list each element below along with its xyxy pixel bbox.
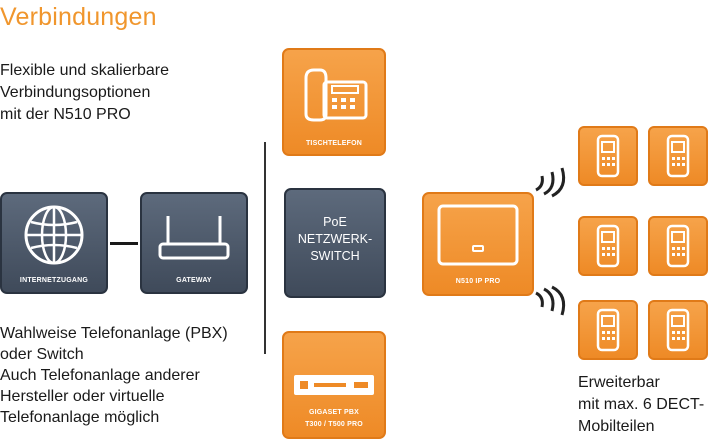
base-station-label: N510 IP PRO <box>455 278 501 285</box>
internet-access-label: INTERNETZUGANG <box>19 277 89 284</box>
handset-icon <box>596 308 620 352</box>
dect-handset-tile <box>648 300 708 360</box>
handset-icon <box>596 224 620 268</box>
dect-handset-tile <box>648 126 708 186</box>
pbx-tile: GIGASET PBX T300 / T500 PRO <box>282 331 386 439</box>
intro-line: Flexible und skalierbare <box>0 62 169 79</box>
dect-handset-tile <box>578 300 638 360</box>
pbx-label: GIGASET PBX <box>308 409 360 416</box>
poe-switch-label-line: PoE <box>323 215 347 229</box>
internet-access-tile: INTERNETZUGANG <box>0 192 108 294</box>
globe-icon <box>24 205 84 265</box>
separator-line <box>264 142 266 354</box>
dect-handset-tile <box>648 216 708 276</box>
router-icon <box>158 216 230 260</box>
pbx-description-line: oder Switch <box>0 346 84 363</box>
base-station-tile: N510 IP PRO <box>422 192 534 296</box>
pbx-description: Wahlweise Telefonanlage (PBX) oder Switc… <box>0 323 270 428</box>
desk-phone-label: TISCHTELEFON <box>305 140 363 147</box>
pbx-description-line: Telefonanlage möglich <box>0 409 160 426</box>
extension-description-line: Erweiterbar <box>578 374 660 391</box>
handset-icon <box>666 224 690 268</box>
extension-description-line: mit max. 6 DECT- <box>578 396 705 413</box>
pbx-description-line: Auch Telefonanlage anderer <box>0 367 200 384</box>
poe-switch-label-line: SWITCH <box>310 249 360 263</box>
pbx-description-line: Hersteller oder virtuelle <box>0 388 165 405</box>
handset-icon <box>666 308 690 352</box>
page-title: Verbindungen <box>0 3 157 31</box>
desk-phone-icon <box>304 68 368 122</box>
dect-handset-tile <box>578 216 638 276</box>
intro-text: Flexible und skalierbare Verbindungsopti… <box>0 60 240 126</box>
poe-switch-label: PoE NETZWERK- SWITCH <box>286 214 384 265</box>
poe-switch-label-line: NETZWERK- <box>297 232 373 246</box>
gateway-label: GATEWAY <box>176 277 212 284</box>
poe-switch-tile: PoE NETZWERK- SWITCH <box>284 188 386 298</box>
extension-description-line: Mobilteilen <box>578 418 655 435</box>
intro-line: mit der N510 PRO <box>0 106 131 123</box>
connector-line <box>110 242 138 245</box>
gateway-tile: GATEWAY <box>140 192 248 294</box>
intro-line: Verbindungsoptionen <box>0 84 151 101</box>
pbx-model-label: T300 / T500 PRO <box>305 421 363 428</box>
handset-icon <box>666 134 690 178</box>
extension-description: Erweiterbar mit max. 6 DECT- Mobilteilen <box>578 372 720 438</box>
wireless-signal-icon <box>535 285 566 316</box>
rack-server-icon <box>294 375 374 395</box>
wireless-signal-icon <box>535 167 566 198</box>
dect-handset-tile <box>578 126 638 186</box>
desk-phone-tile: TISCHTELEFON <box>282 48 386 156</box>
pbx-description-line: Wahlweise Telefonanlage (PBX) <box>0 325 228 342</box>
base-station-icon <box>437 204 519 266</box>
handset-icon <box>596 134 620 178</box>
